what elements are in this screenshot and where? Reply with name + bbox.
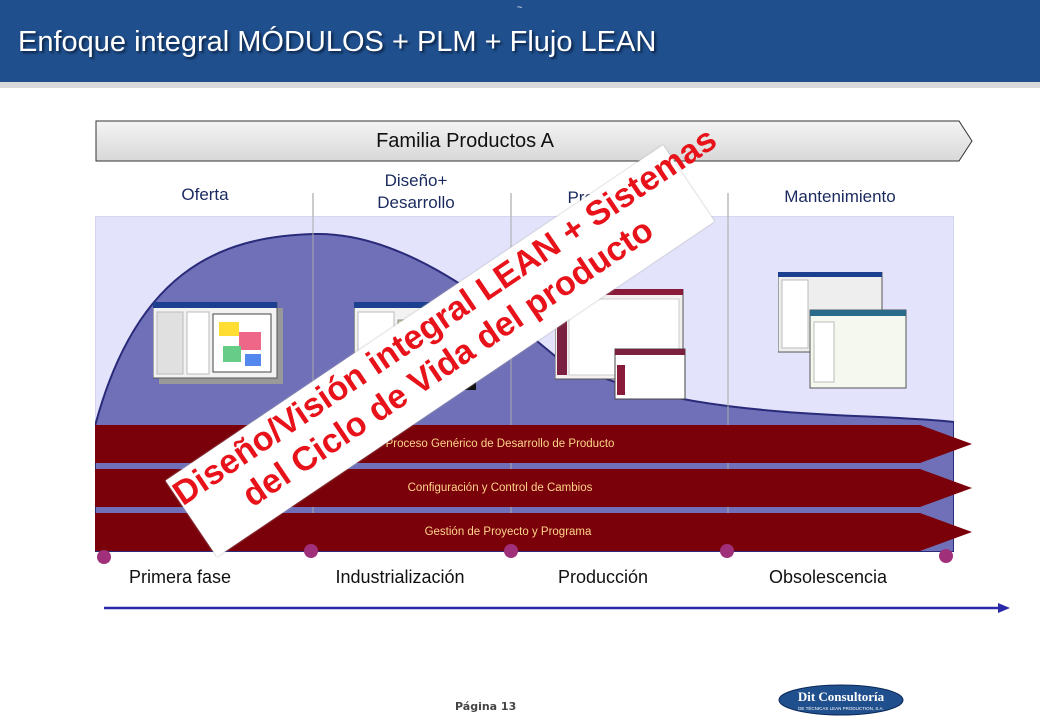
family-arrow-shape bbox=[95, 120, 973, 162]
stage-industrializacion: Industrialización bbox=[335, 567, 465, 587]
stage-dot-5 bbox=[939, 549, 953, 563]
timeline-arrow-head bbox=[998, 603, 1010, 613]
stage-dot-1 bbox=[97, 550, 111, 564]
phase-mantenimiento: Mantenimiento bbox=[784, 187, 896, 206]
stage-dot-4 bbox=[720, 544, 734, 558]
svg-text:Dit Consultoría: Dit Consultoría bbox=[798, 689, 885, 704]
production-screenshot-image bbox=[555, 289, 686, 400]
banner-configuracion: Configuración y Control de Cambios bbox=[407, 482, 593, 494]
stage-dot-3 bbox=[504, 544, 518, 558]
logo-ellipse: Dit Consultoría DE TÉCNICAS LEAN PRODUCT… bbox=[778, 684, 904, 716]
phase-diseno-line1: Diseño+ bbox=[384, 171, 448, 190]
banner-gestion: Gestión de Proyecto y Programa bbox=[424, 526, 592, 538]
stage-dot-2 bbox=[304, 544, 318, 558]
title-bar: ~ Enfoque integral MÓDULOS + PLM + Flujo… bbox=[0, 0, 1040, 82]
product-family-arrow: Familia Productos A bbox=[95, 120, 973, 162]
banner-gestion-shape bbox=[95, 513, 972, 551]
dit-consultoria-logo: Dit Consultoría DE TÉCNICAS LEAN PRODUCT… bbox=[778, 684, 904, 716]
product-family-label: Familia Productos A bbox=[376, 130, 554, 152]
svg-text:DE TÉCNICAS LEAN PRODUCTION, S: DE TÉCNICAS LEAN PRODUCTION, S.A. bbox=[798, 705, 884, 711]
stage-primera-fase: Primera fase bbox=[128, 567, 232, 587]
cad-screenshot-image bbox=[153, 302, 283, 384]
phase-diseno-line2: Desarrollo bbox=[377, 193, 455, 212]
stage-produccion: Producción bbox=[557, 567, 649, 587]
phase-diseno: Diseño+ Desarrollo bbox=[356, 170, 476, 214]
slide-title: Enfoque integral MÓDULOS + PLM + Flujo L… bbox=[18, 26, 657, 58]
page-number: Página 13 bbox=[455, 700, 517, 713]
header-mark: ~ bbox=[517, 2, 523, 12]
maintenance-screenshot-image bbox=[778, 272, 907, 389]
header-divider bbox=[0, 82, 1040, 88]
stage-obsolescencia: Obsolescencia bbox=[768, 567, 888, 587]
phase-oferta: Oferta bbox=[181, 185, 229, 204]
banner-proceso: Proceso Genérico de Desarrollo de Produc… bbox=[385, 438, 615, 450]
